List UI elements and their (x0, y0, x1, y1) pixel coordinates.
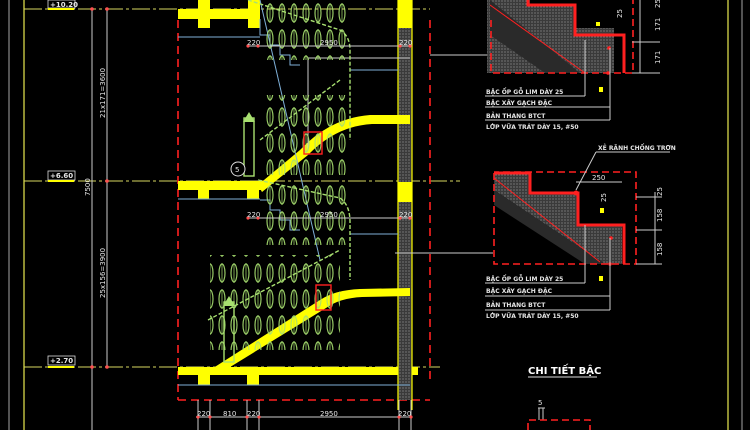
level-label: +6.60 (50, 172, 73, 180)
layer-label: BẬC ỐP GỖ LIM DÀY 25 (486, 88, 563, 96)
dim-label: 220 (398, 410, 411, 418)
dim-label: 220 (399, 211, 412, 219)
top-dimensions: 220 2950 220 220 2950 220 (246, 39, 412, 220)
layer-label: BẬC XÂY GẠCH ĐẶC (486, 100, 553, 107)
layer-label: LỚP VỮA TRÁT DÀY 15, #50 (486, 124, 579, 131)
vertical-dimensions: 21x171=3600 7500 25x156=3900 (84, 7, 109, 430)
level-label: +10.20 (50, 1, 78, 9)
bottom-detail-partial: 5 (527, 399, 591, 430)
dim-label: 220 (197, 410, 210, 418)
level-tag-2-70: +2.70 (47, 355, 76, 368)
level-tag-6-60: +6.60 (47, 170, 76, 182)
step-detail-bottom: XẺ RÃNH CHỐNG TRƠN 250 25 25 158 158 BẬC… (430, 144, 676, 320)
dim-label: 2950 (320, 410, 338, 418)
layer-label: LỚP VỮA TRÁT DÀY 15, #50 (486, 313, 579, 320)
dim-label: 2950 (320, 211, 338, 219)
dim-label: 25 (600, 193, 608, 202)
dim-label: 220 (247, 39, 260, 47)
dim-upper-flight: 21x171=3600 (99, 68, 107, 118)
level-label: +2.70 (50, 357, 73, 365)
dim-label: 250 (592, 174, 605, 182)
layer-label: BẢN THANG BTCT (486, 112, 546, 120)
title-chi-tiet-bac: CHI TIẾT BẬC (528, 362, 601, 377)
section-marker: 5 (230, 161, 246, 177)
detail-callout-boxes (303, 131, 332, 311)
layer-label: BẬC XÂY GẠCH ĐẶC (486, 288, 553, 295)
level-tag-10-20: +10.20 (47, 0, 78, 10)
step-detail-top: 25 171 171 25 BẬC ỐP GỖ LIM DÀY 25 BẬC X… (430, 0, 662, 131)
dim-label: 171 (654, 51, 662, 64)
drawing-frame (8, 0, 743, 430)
dim-label: 25 (654, 0, 662, 8)
dim-label: 220 (247, 410, 260, 418)
dim-total-height: 7500 (84, 178, 92, 196)
dim-label: 25 (656, 187, 664, 196)
dim-label: 158 (656, 209, 664, 222)
stair-railing (207, 0, 351, 363)
dim-label: 810 (223, 410, 236, 418)
layer-label: BẬC ỐP GỖ LIM DÀY 25 (486, 275, 563, 283)
bottom-dimensions: 220 810 220 2950 220 (196, 400, 413, 430)
dim-label: 220 (247, 211, 260, 219)
section-marker-label: 5 (235, 166, 239, 174)
layer-label: BẢN THANG BTCT (486, 301, 546, 309)
section-boundary (177, 20, 431, 401)
dim-lower-flight: 25x156=3900 (99, 248, 107, 298)
dim-label: 220 (399, 39, 412, 47)
dim-label: 5 (538, 399, 542, 407)
dim-label: 158 (656, 243, 664, 256)
dim-label: 171 (654, 18, 662, 31)
dim-label: 25 (616, 9, 624, 18)
dim-label: 2950 (320, 39, 338, 47)
detail-title: CHI TIẾT BẬC (528, 362, 601, 378)
callout-anti-slip: XẺ RÃNH CHỐNG TRƠN (598, 144, 676, 152)
